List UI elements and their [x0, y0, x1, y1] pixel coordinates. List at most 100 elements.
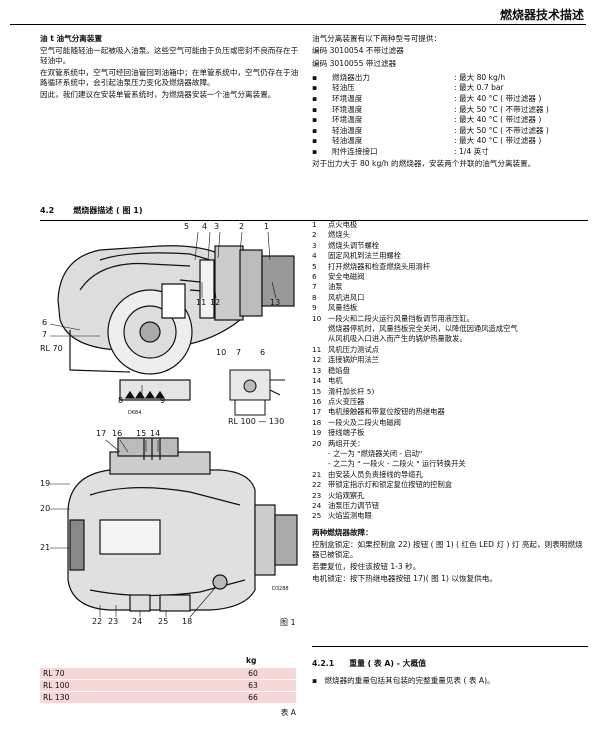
spec-label: 环境温度: [332, 104, 363, 114]
callout-1: 1: [264, 222, 270, 231]
burner-drawing: [49, 231, 298, 618]
legend-number: 14: [312, 376, 322, 386]
legend-text: 安全电磁阀: [328, 272, 365, 282]
bullet: ▪: [312, 146, 318, 156]
model-cell: RL 100: [43, 681, 70, 690]
callout-20: 20: [40, 504, 51, 513]
callout-17: 17: [96, 429, 107, 438]
spec-value: : 最大 40 °C ( 带过滤器 ): [454, 115, 542, 125]
callout-9: 9: [160, 396, 166, 405]
bullet: ▪: [312, 72, 318, 82]
legend-number: 18: [312, 417, 322, 427]
header-rule: [10, 24, 586, 25]
legend-number: 4: [312, 251, 317, 261]
callout-2: 2: [239, 222, 245, 231]
section-4-2-heading: 4.2 燃烧器描述 ( 图 1): [40, 198, 588, 221]
legend-item: 14 电机: [312, 376, 588, 386]
legend-number: 8: [312, 292, 317, 302]
legend-number: 25: [312, 511, 322, 521]
legend-number: 24: [312, 500, 322, 510]
weight-text: 燃烧器的重量包括其包装的完整重量见表 ( 表 A)。: [324, 676, 495, 685]
figure-1: 5 4 3 2 1 6 7 RL 70 11 12 13 10 7 6 8 9 …: [40, 220, 305, 635]
legend-text: 稳焰盘: [328, 365, 350, 375]
legend-number: 19: [312, 428, 322, 438]
legend-text: 风机进风口: [328, 292, 365, 302]
legend-item: 13 稳焰盘: [312, 366, 588, 376]
legend-number: 11: [312, 344, 322, 354]
callout-8: 8: [118, 396, 124, 405]
legend-number: 21: [312, 469, 322, 479]
spec-row: ▪环境温度: 最大 50 °C ( 不带过滤器 ): [312, 105, 549, 116]
bullet: ▪: [312, 93, 318, 103]
spec-label: 轻油压: [332, 83, 355, 93]
callout-16: 16: [112, 429, 123, 438]
legend-number: 13: [312, 365, 322, 375]
code-2: 编码 3010055 带过滤器: [312, 59, 397, 69]
kg-cell: 63: [248, 681, 258, 690]
callout-18: 18: [182, 617, 193, 626]
legend-text: 燃烧头: [328, 230, 350, 240]
fault-title: 两种燃烧器故障：: [312, 528, 373, 537]
legend-item: 18 一段火及二段火电磁阀: [312, 418, 588, 428]
section-title: 重量 ( 表 A) - 大概值: [349, 659, 427, 668]
section-rule: [40, 220, 588, 221]
callout-5: 5: [184, 222, 190, 231]
legend-item: 24 油泵压力调节钮: [312, 501, 588, 511]
callout-22: 22: [92, 617, 103, 626]
callout-21: 21: [40, 543, 51, 552]
callout-10: 10: [216, 348, 227, 357]
paragraph: 空气可能随轻油一起被吸入油泵。这些空气可能由于负压或密封不良而存在于轻油中。: [40, 45, 299, 66]
spec-label: 燃烧器出力: [332, 72, 370, 82]
oil-separator-section: 油 t 油气分离装置 空气可能随轻油一起被吸入油泵。这些空气可能由于负压或密封不…: [40, 34, 305, 102]
callout-3: 3: [214, 222, 220, 231]
spec-row: ▪环境温度: 最大 40 °C ( 带过滤器 ): [312, 115, 549, 126]
model-rl100-130: RL 100 — 130: [228, 417, 285, 426]
legend-item: 8 风机进风口: [312, 293, 588, 303]
spec-table: ▪燃烧器出力: 最大 80 kg/h▪轻油压: 最大 0.7 bar▪环境温度:…: [312, 73, 549, 158]
fault-section: 两种燃烧器故障： 控制盒锁定：如果控制盒 22) 按钮 ( 图 1) ( 红色 …: [312, 528, 588, 586]
bullet: ▪: [312, 136, 318, 146]
legend-item: - 之二为 " 一段火 - 二段火 " 运行转换开关: [312, 459, 588, 469]
legend-text: 一段火及二段火电磁阀: [328, 417, 401, 427]
legend-number: 1: [312, 220, 317, 229]
legend-number: 5: [312, 261, 317, 271]
legend-number: 15: [312, 386, 322, 396]
model-cell: RL 130: [43, 693, 70, 702]
spec-row: ▪轻油压: 最大 0.7 bar: [312, 83, 549, 94]
legend-text: - 之二为 " 一段火 - 二段火 " 运行转换开关: [328, 459, 466, 469]
table-row: RL 100 63: [40, 679, 296, 692]
legend-number: 16: [312, 396, 322, 406]
fault-reset: 若要复位，按住该按钮 1-3 秒。: [312, 561, 421, 571]
callout-25: 25: [158, 617, 169, 626]
callout-12: 12: [210, 298, 221, 307]
legend-text: 带锁定指示灯和锁定复位按钮的控制盒: [328, 480, 453, 490]
legend-number: 12: [312, 355, 322, 365]
legend-number: 10: [312, 313, 322, 323]
legend-text: 滑杆加长杆 5): [328, 386, 375, 396]
legend-text: 油泵压力调节钮: [328, 500, 380, 510]
spec-value: : 最大 50 °C ( 不带过滤器 ): [454, 125, 549, 135]
model-cell: RL 70: [43, 669, 65, 678]
legend-number: 6: [312, 272, 317, 282]
kg-cell: 66: [248, 693, 258, 702]
callout-6b: 6: [260, 348, 266, 357]
spec-value: : 1/4 英寸: [454, 146, 489, 156]
spec-value: : 最大 80 kg/h: [454, 72, 506, 82]
model-rl70: RL 70: [40, 344, 63, 353]
legend-item: 5 打开燃烧器和检查燃烧头用滑杆: [312, 262, 588, 272]
legend-text: 打开燃烧器和检查燃烧头用滑杆: [328, 261, 431, 271]
spec-row: ▪轻油温度: 最大 40 °C ( 带过滤器 ): [312, 136, 549, 147]
legend-item: 6 安全电磁阀: [312, 272, 588, 282]
legend-text: 电机: [328, 376, 343, 386]
